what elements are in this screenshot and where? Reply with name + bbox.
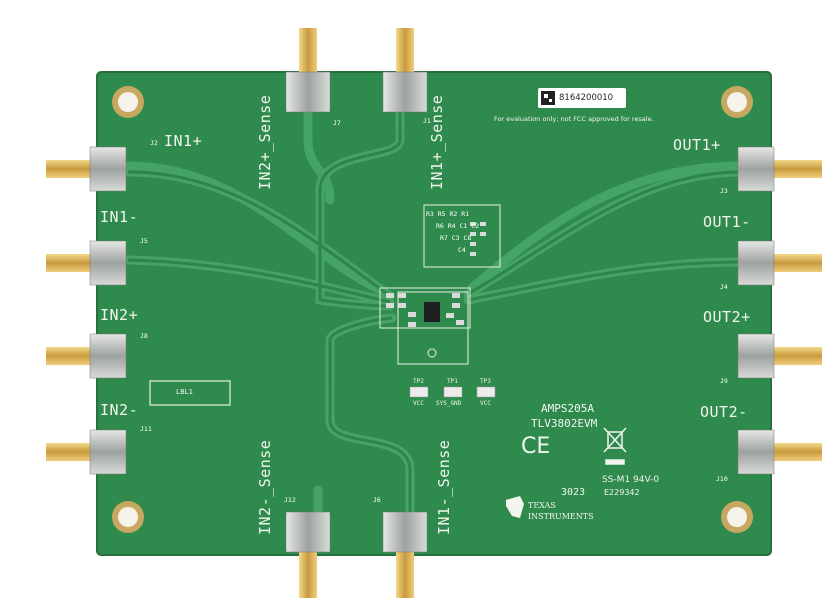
ref-j9: J9 — [720, 377, 728, 385]
ref-j10: J10 — [716, 475, 728, 483]
tp1-net: SYS_GND — [436, 400, 462, 407]
label-out1-minus: OUT1- — [703, 213, 751, 231]
component-refs-row3: R7 C3 C8 — [440, 234, 472, 242]
label-in2-minus: IN2- — [100, 401, 139, 419]
serial-number: 8164200010 — [559, 93, 614, 103]
serial-label-box — [538, 88, 626, 108]
label-in2-plus: IN2+ — [100, 306, 139, 324]
lbl1-text: LBL1 — [176, 388, 193, 396]
mounting-holes — [112, 86, 753, 533]
label-in2-minus-sense: IN2-_Sense — [256, 439, 274, 535]
fcc-disclaimer: For evaluation only; not FCC approved fo… — [494, 115, 654, 123]
ul-marking: SS-M1 94V-0 — [602, 475, 660, 485]
ref-j3: J3 — [720, 187, 728, 195]
test-point-pads — [409, 386, 496, 398]
right-sma-connectors — [737, 146, 822, 475]
ref-j1: J1 — [423, 117, 431, 125]
ul-file-number: E229342 — [604, 488, 640, 497]
ti-name-line2: INSTRUMENTS — [528, 512, 594, 521]
tp3-net: VCC — [480, 400, 491, 407]
tp1-ref: TP1 — [447, 378, 458, 385]
label-out2-plus: OUT2+ — [703, 308, 751, 326]
label-in1-plus: IN1+ — [164, 132, 203, 150]
weee-bin-icon — [603, 427, 627, 465]
bottom-sma-connectors — [285, 511, 428, 598]
label-in1-minus-sense: IN1-_Sense — [435, 439, 453, 535]
component-refs-row2: R6 R4 C1 C2 — [436, 222, 480, 230]
date-code: 3023 — [561, 487, 586, 498]
label-out2-minus: OUT2- — [700, 403, 748, 421]
label-in1-minus: IN1- — [100, 208, 139, 226]
label-out1-plus: OUT1+ — [673, 136, 721, 154]
ref-j4: J4 — [720, 283, 728, 291]
ref-j2: J2 — [150, 139, 158, 147]
lbl1-box — [149, 380, 231, 406]
ti-logo-icon — [506, 496, 524, 518]
ref-j7: J7 — [333, 119, 341, 127]
tp2-net: VCC — [413, 400, 424, 407]
part-number: AMPS205A — [541, 402, 594, 415]
label-in1-plus-sense: IN1+_Sense — [428, 94, 446, 190]
component-area — [379, 204, 501, 365]
tp3-ref: TP3 — [480, 378, 491, 385]
left-sma-connectors — [46, 146, 127, 475]
component-refs-row4: C4 — [458, 246, 466, 254]
opamp-chip — [424, 302, 440, 322]
ref-j8: J8 — [140, 332, 148, 340]
ti-name-line1: TEXAS — [528, 501, 556, 510]
ref-j11: J11 — [140, 425, 152, 433]
label-in2-plus-sense: IN2+_Sense — [256, 94, 274, 190]
board-model: TLV3802EVM — [531, 417, 598, 430]
ce-mark: CE — [521, 434, 551, 459]
tp2-ref: TP2 — [413, 378, 424, 385]
component-refs-row1: R3 R5 R2 R1 — [426, 210, 470, 218]
top-sma-connectors — [285, 28, 428, 113]
ref-j12: J12 — [284, 496, 296, 504]
ref-j5: J5 — [140, 237, 148, 245]
ref-j6: J6 — [373, 496, 381, 504]
